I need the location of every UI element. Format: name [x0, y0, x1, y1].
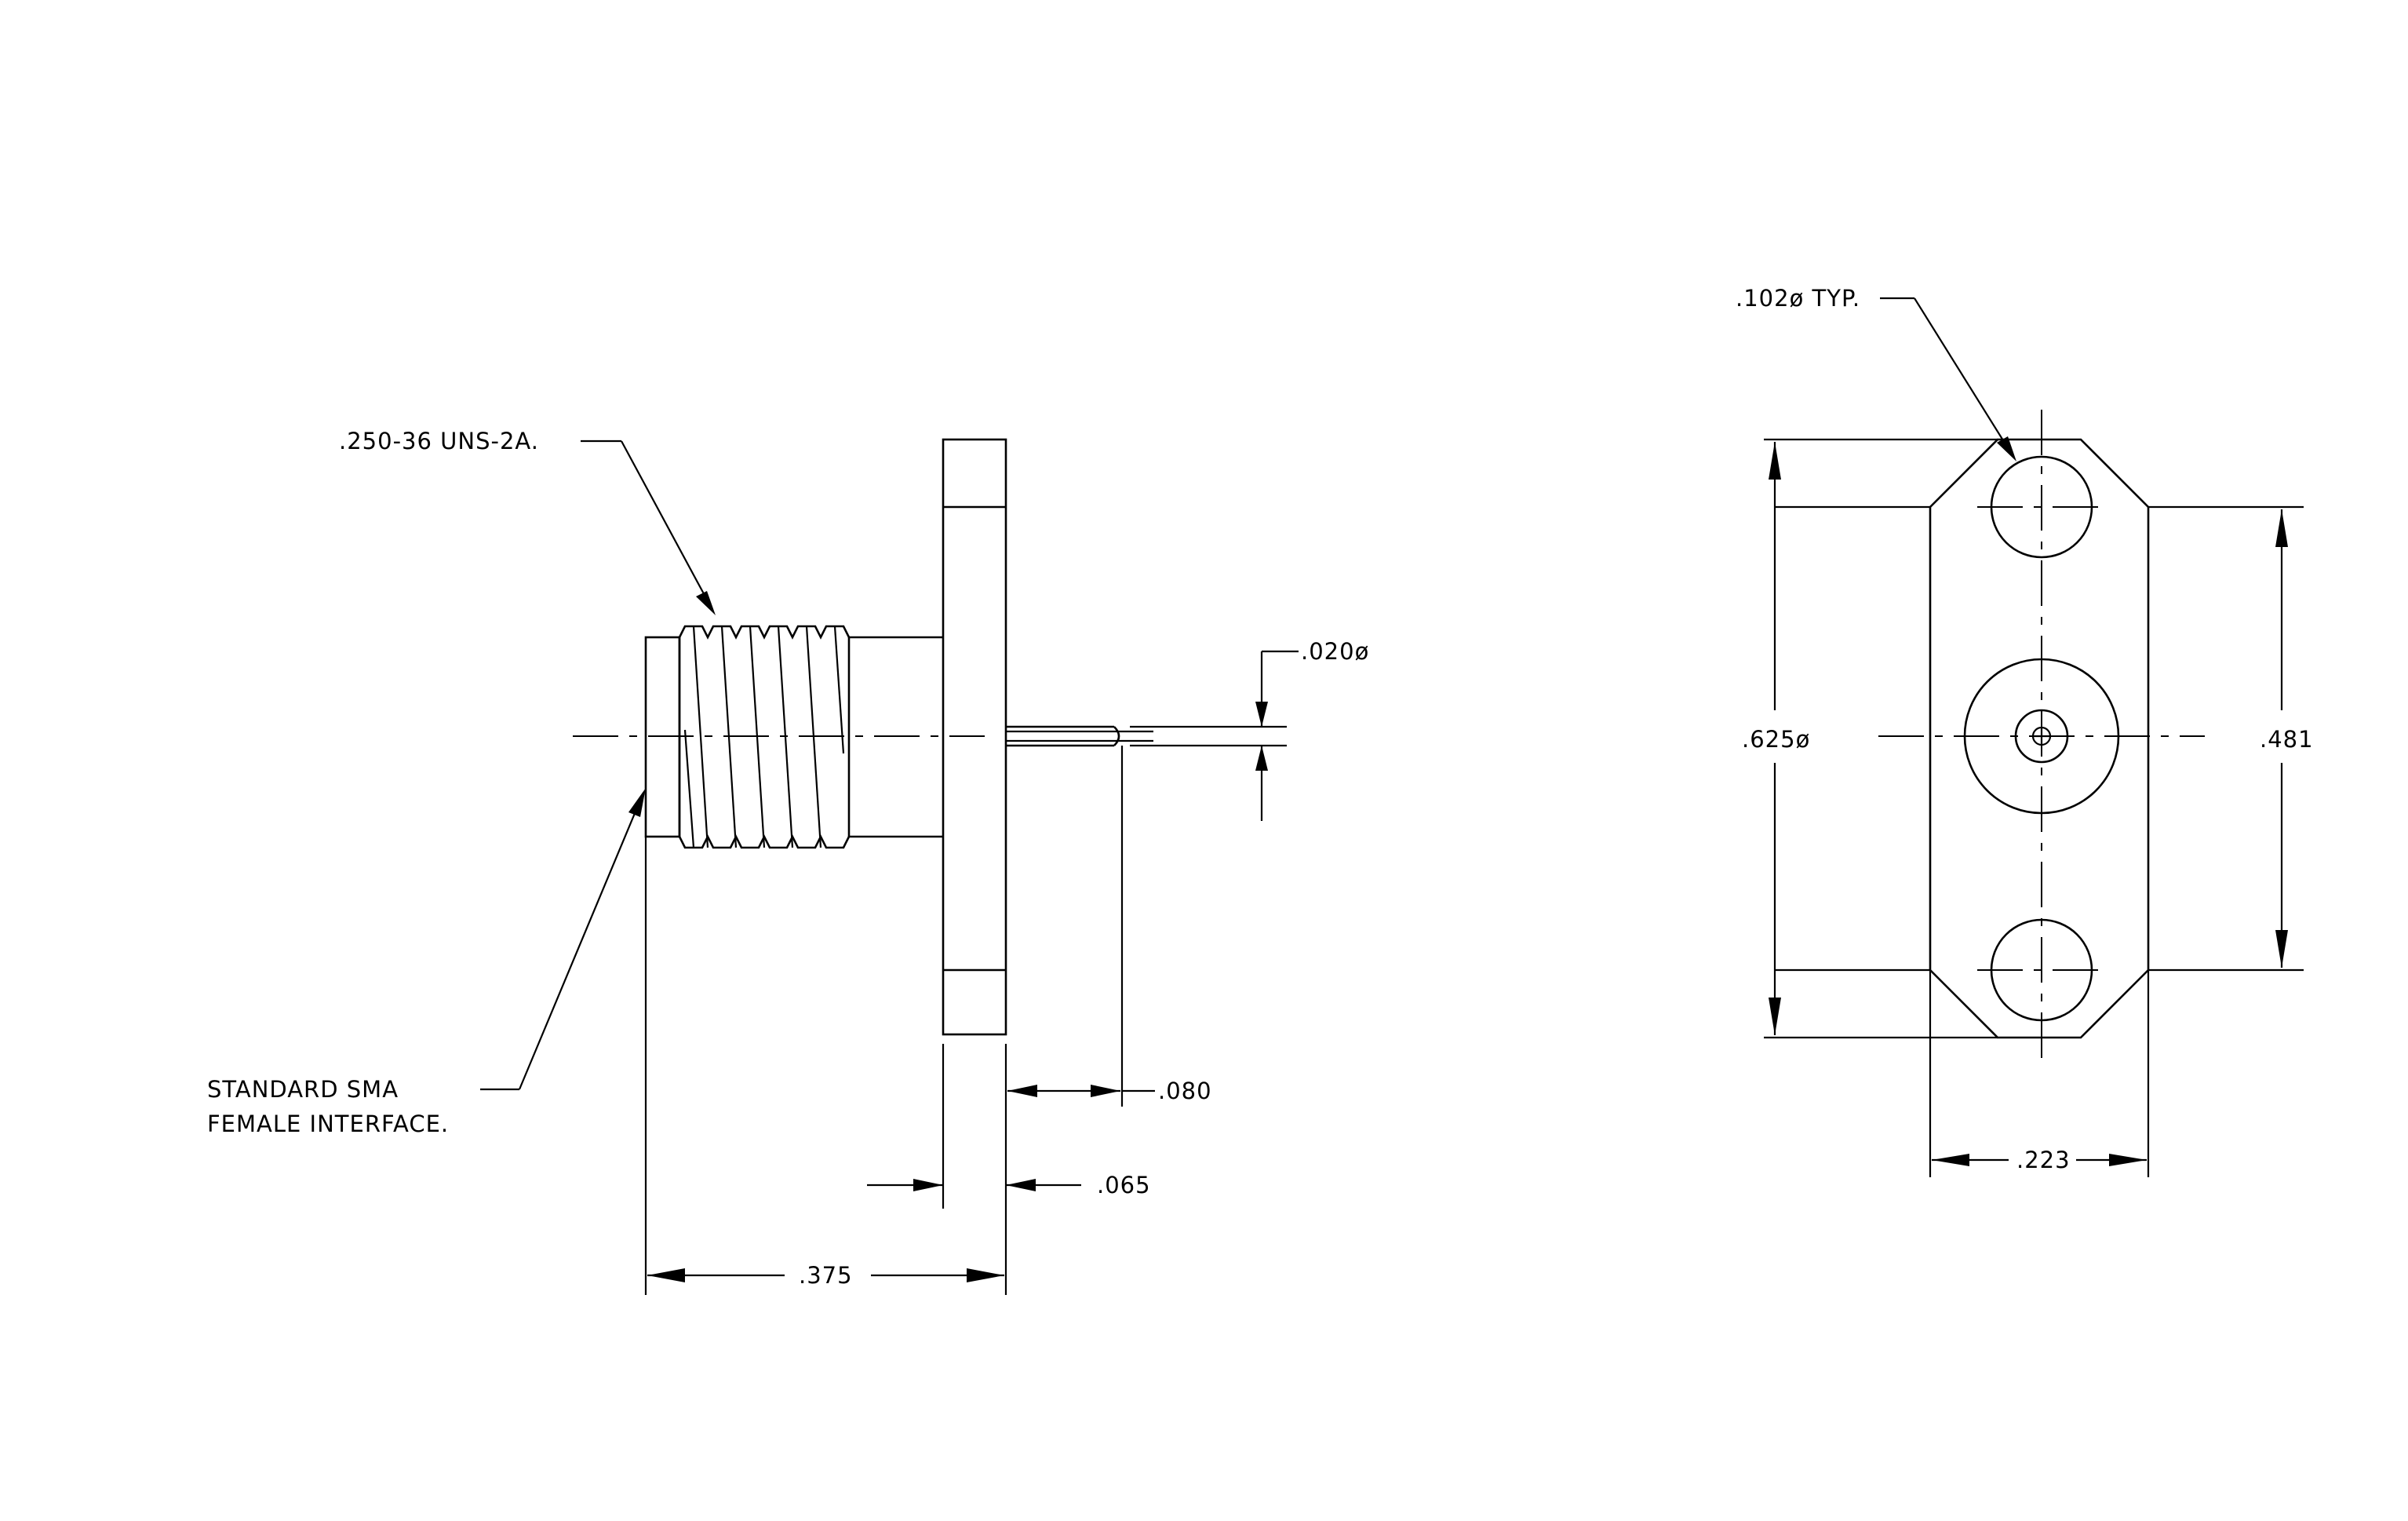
front-view	[1878, 410, 2205, 1067]
pin-length-label: .080	[1158, 1078, 1212, 1104]
center-pin	[1006, 725, 1153, 747]
side-view	[573, 438, 1153, 1036]
rear-body	[849, 636, 943, 838]
pin-diameter-label: .020ø	[1301, 638, 1369, 665]
side-view-dimensions	[480, 440, 1299, 1295]
front-view-dimensions	[1764, 297, 2304, 1177]
flange-side	[942, 438, 1007, 1036]
flange-thickness-label: .065	[1097, 1172, 1151, 1198]
overall-length-label: .375	[799, 1262, 853, 1289]
flange-outline	[1929, 438, 2150, 1039]
interface-callout-line2: FEMALE INTERFACE.	[207, 1111, 449, 1137]
hole-spacing-label: .481	[2260, 726, 2314, 753]
interface-callout-line1: STANDARD SMA	[207, 1076, 399, 1103]
flange-height-label: .625ø	[1742, 726, 1810, 753]
flange-width-label: .223	[2016, 1147, 2071, 1173]
hole-diameter-label: .102ø TYP.	[1736, 285, 1860, 312]
thread-callout-label: .250-36 UNS-2A.	[339, 428, 539, 454]
threaded-body	[678, 625, 851, 849]
